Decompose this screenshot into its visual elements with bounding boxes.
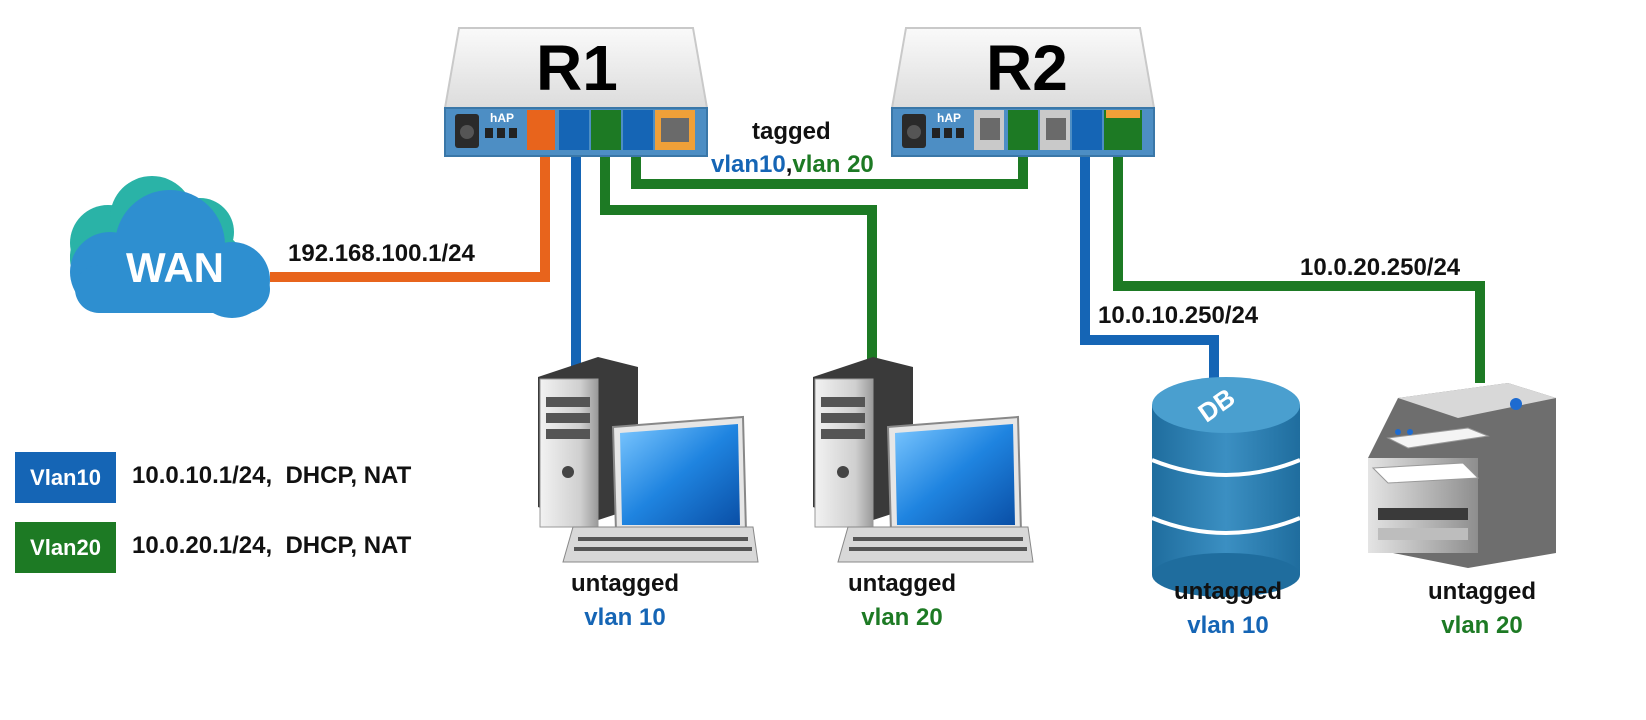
pc1-vlan: vlan 10 bbox=[584, 604, 666, 631]
trunk-vlan20: vlan 20 bbox=[792, 151, 874, 178]
pc1-label: untagged vlan 10 bbox=[525, 567, 725, 635]
wan-label: WAN bbox=[126, 244, 224, 291]
pc2-vlan: vlan 20 bbox=[861, 604, 943, 631]
legend-vlan10-badge: Vlan10 bbox=[15, 452, 116, 503]
pc2-cable bbox=[600, 122, 877, 372]
trunk-separator: , bbox=[785, 151, 793, 178]
router-r1-name: R1 bbox=[536, 32, 618, 104]
printer-ip-label: 10.0.20.250/24 bbox=[1300, 254, 1461, 281]
db-cable bbox=[1080, 122, 1219, 385]
legend-vlan20-badge: Vlan20 bbox=[15, 522, 116, 573]
printer-mode: untagged bbox=[1428, 578, 1536, 605]
pc1-mode: untagged bbox=[571, 570, 679, 597]
db-ip-label: 10.0.10.250/24 bbox=[1098, 302, 1259, 329]
router-r1-model: hAP bbox=[490, 111, 514, 125]
database-icon bbox=[1151, 377, 1301, 597]
printer-label: untagged vlan 20 bbox=[1382, 575, 1582, 643]
legend-vlan10-desc: 10.0.10.1/24, DHCP, NAT bbox=[132, 462, 412, 489]
pc2-computer-icon bbox=[813, 357, 1034, 563]
pc1-computer-icon bbox=[538, 357, 759, 563]
router-r2-model: hAP bbox=[937, 111, 961, 125]
db-mode: untagged bbox=[1174, 578, 1282, 605]
printer-icon bbox=[1368, 383, 1556, 568]
printer-cable bbox=[1113, 122, 1485, 383]
router-r2-name: R2 bbox=[986, 32, 1068, 104]
trunk-vlan10: vlan10 bbox=[711, 151, 786, 178]
router-r1 bbox=[443, 27, 709, 157]
router-r2 bbox=[890, 27, 1156, 157]
wan-ip-label: 192.168.100.1/24 bbox=[288, 240, 475, 267]
pc2-label: untagged vlan 20 bbox=[802, 567, 1002, 635]
trunk-title: tagged bbox=[752, 118, 831, 145]
db-label: untagged vlan 10 bbox=[1128, 575, 1328, 643]
pc2-mode: untagged bbox=[848, 570, 956, 597]
printer-vlan: vlan 20 bbox=[1441, 612, 1523, 639]
trunk-vlans: vlan10,vlan 20 bbox=[711, 151, 874, 179]
wan-cable bbox=[270, 120, 550, 282]
legend-vlan20-desc: 10.0.20.1/24, DHCP, NAT bbox=[132, 532, 412, 559]
db-vlan: vlan 10 bbox=[1187, 612, 1269, 639]
cloud-icon bbox=[70, 176, 270, 318]
